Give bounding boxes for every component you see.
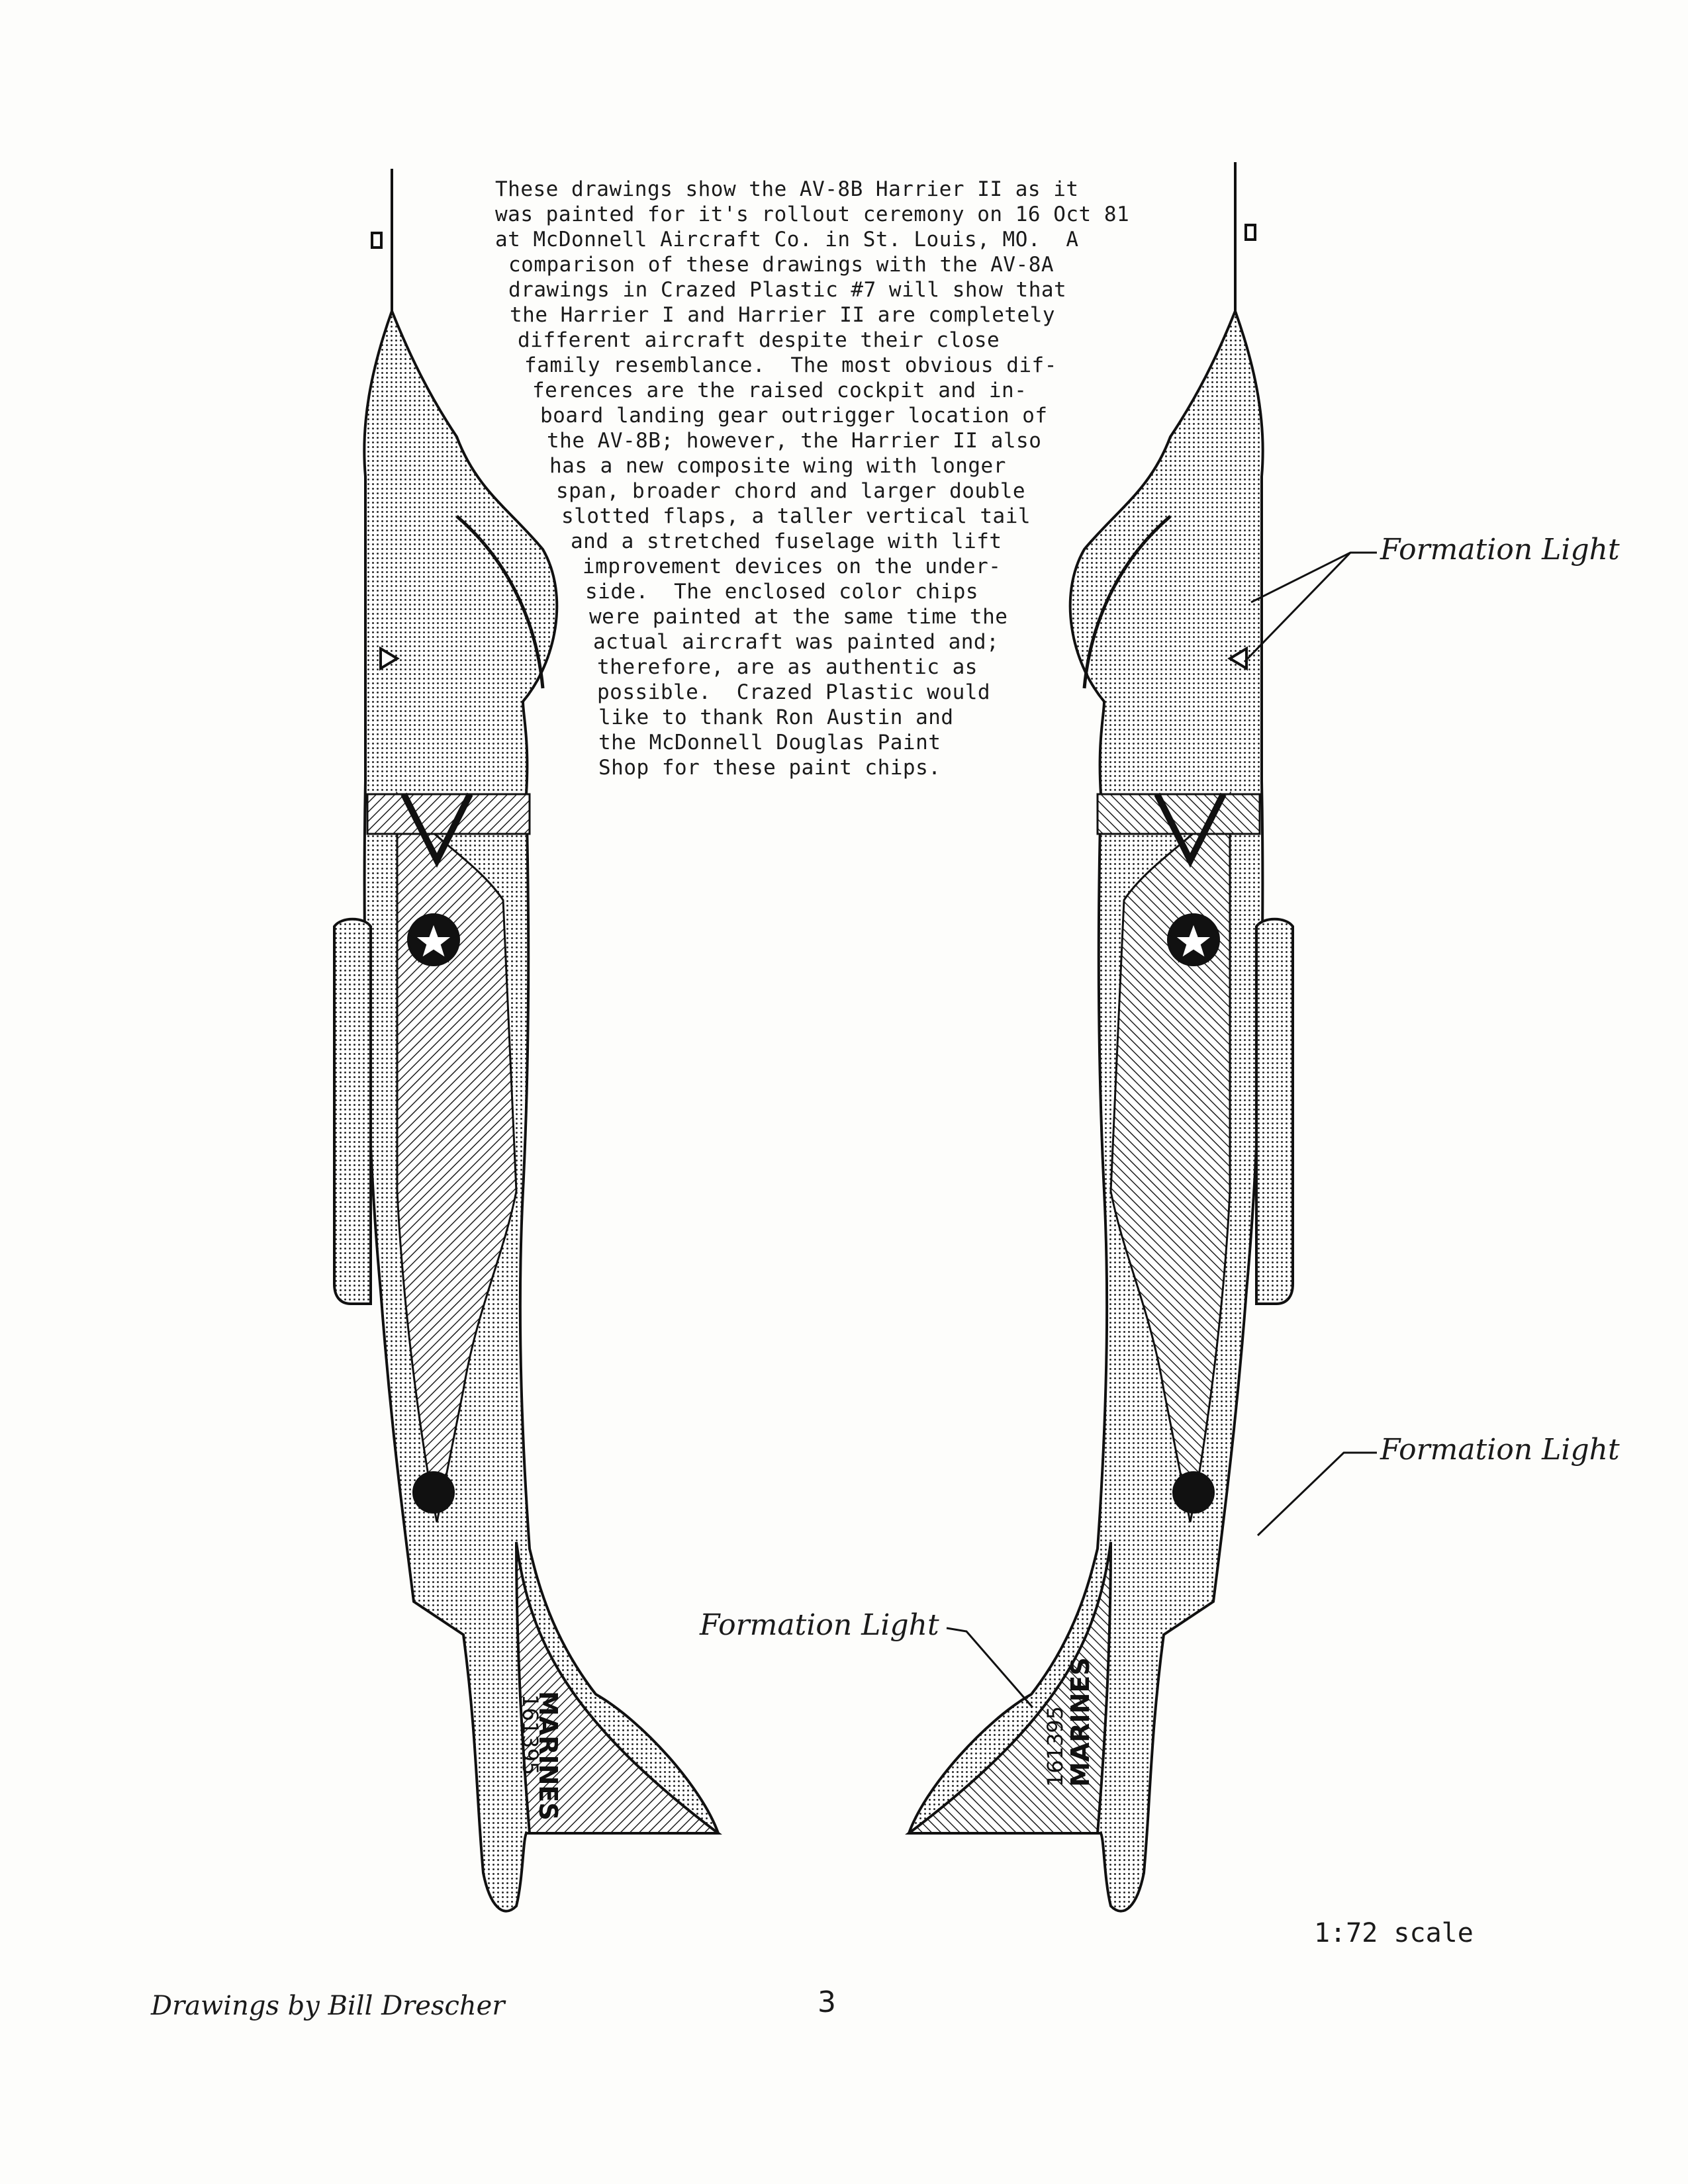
leader-top-2 bbox=[1243, 551, 1352, 663]
right-wing-tank bbox=[1255, 917, 1294, 1305]
intro-line: Shop for these paint chips. bbox=[598, 756, 941, 780]
left-aircraft-drawing bbox=[333, 169, 722, 1913]
leader-top-1 bbox=[1250, 551, 1377, 604]
left-lower-roundel bbox=[412, 1471, 455, 1514]
page-number: 3 bbox=[818, 1985, 836, 2019]
intro-line: the Harrier I and Harrier II are complet… bbox=[510, 303, 1056, 327]
right-aircraft-drawing bbox=[905, 162, 1294, 1913]
intro-line: improvement devices on the under- bbox=[583, 555, 1002, 578]
intro-line: drawings in Crazed Plastic #7 will show … bbox=[508, 278, 1067, 302]
intro-line: therefore, are as authentic as bbox=[597, 655, 978, 679]
drawing-credit: Drawings by Bill Drescher bbox=[151, 1991, 505, 2021]
intro-line: board landing gear outrigger location of bbox=[540, 404, 1048, 428]
intro-line: has a new composite wing with longer bbox=[549, 454, 1006, 478]
right-canopy-frame bbox=[1082, 515, 1172, 689]
intro-line: the AV-8B; however, the Harrier II also bbox=[547, 429, 1042, 453]
right-fuselage bbox=[907, 307, 1264, 1913]
right-lower-roundel bbox=[1172, 1471, 1215, 1514]
intro-line: family resemblance. The most obvious dif… bbox=[524, 353, 1057, 377]
left-tail-service: MARINES bbox=[534, 1691, 563, 1821]
intro-line: were painted at the same time the bbox=[589, 605, 1008, 629]
left-canopy-frame bbox=[455, 515, 545, 689]
formation-light-callout-mid: Formation Light bbox=[1380, 1433, 1620, 1467]
left-roundel-star bbox=[409, 917, 458, 963]
intro-line: different aircraft despite their close bbox=[518, 328, 1000, 352]
left-intake-band bbox=[366, 793, 531, 835]
left-tail-serial: 161395 bbox=[518, 1694, 543, 1775]
formation-light-callout-top: Formation Light bbox=[1380, 533, 1620, 567]
intro-line: side. The enclosed color chips bbox=[585, 580, 979, 604]
callout-leaders bbox=[946, 551, 1377, 1708]
intro-line: These drawings show the AV-8B Harrier II… bbox=[495, 177, 1079, 201]
right-tail-service: MARINES bbox=[1066, 1657, 1095, 1787]
right-probe-vane bbox=[1244, 224, 1256, 241]
intro-line: at McDonnell Aircraft Co. in St. Louis, … bbox=[495, 228, 1079, 251]
right-intake-band bbox=[1096, 793, 1261, 835]
scale-label: 1:72 scale bbox=[1314, 1918, 1474, 1948]
intro-line: actual aircraft was painted and; bbox=[593, 630, 1000, 654]
right-tail-serial: 161395 bbox=[1043, 1706, 1068, 1787]
right-hatched-spine bbox=[1109, 791, 1231, 1523]
left-triangle-marker bbox=[379, 646, 400, 671]
left-v-marking bbox=[400, 792, 473, 868]
left-probe-vane bbox=[371, 232, 383, 249]
right-v-marking bbox=[1154, 792, 1227, 868]
intro-line: comparison of these drawings with the AV… bbox=[508, 253, 1055, 277]
right-roundel-star bbox=[1169, 917, 1218, 963]
leader-mid bbox=[1256, 1451, 1377, 1537]
intro-line: like to thank Ron Austin and bbox=[598, 705, 954, 729]
left-fuselage bbox=[363, 307, 720, 1913]
left-hatched-spine bbox=[396, 791, 518, 1523]
formation-light-callout-tail: Formation Light bbox=[700, 1608, 939, 1642]
intro-line: possible. Crazed Plastic would bbox=[597, 680, 991, 704]
intro-line: ferences are the raised cockpit and in- bbox=[532, 379, 1027, 402]
intro-line: slotted flaps, a taller vertical tail bbox=[561, 504, 1031, 528]
right-horizontal-tail bbox=[905, 1541, 1112, 1835]
intro-line: and a stretched fuselage with lift bbox=[571, 529, 1002, 553]
left-wing-tank bbox=[333, 917, 372, 1305]
tail-markings: 161395 MARINES 161395 MARINES bbox=[518, 1657, 1095, 1821]
intro-line: the McDonnell Douglas Paint bbox=[598, 731, 941, 754]
intro-line: was painted for it's rollout ceremony on… bbox=[495, 203, 1130, 226]
intro-line: span, broader chord and larger double bbox=[556, 479, 1026, 503]
left-horizontal-tail bbox=[515, 1541, 722, 1835]
leader-tail bbox=[946, 1627, 1034, 1708]
